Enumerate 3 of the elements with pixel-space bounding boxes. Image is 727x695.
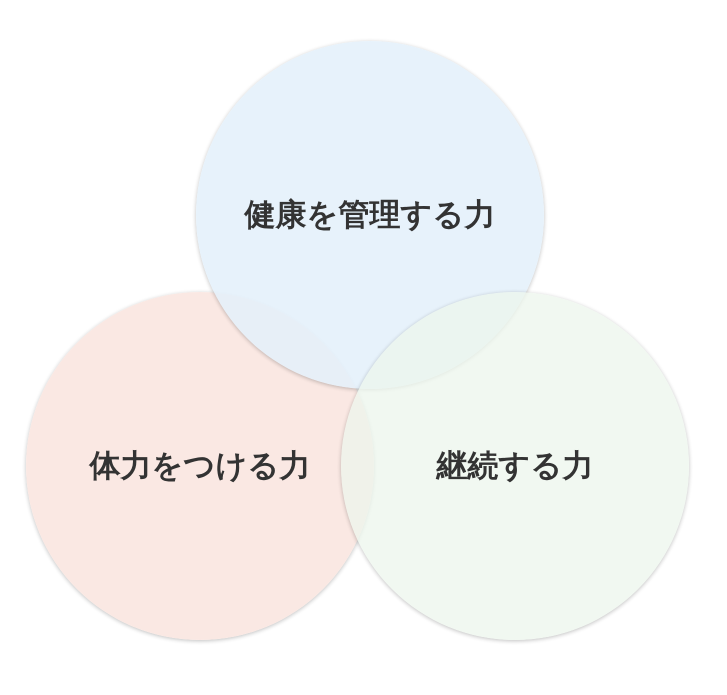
- circle-label: 健康を管理する力: [244, 196, 496, 235]
- circle-label: 体力をつける力: [90, 447, 310, 486]
- circle-label: 継続する力: [436, 447, 594, 486]
